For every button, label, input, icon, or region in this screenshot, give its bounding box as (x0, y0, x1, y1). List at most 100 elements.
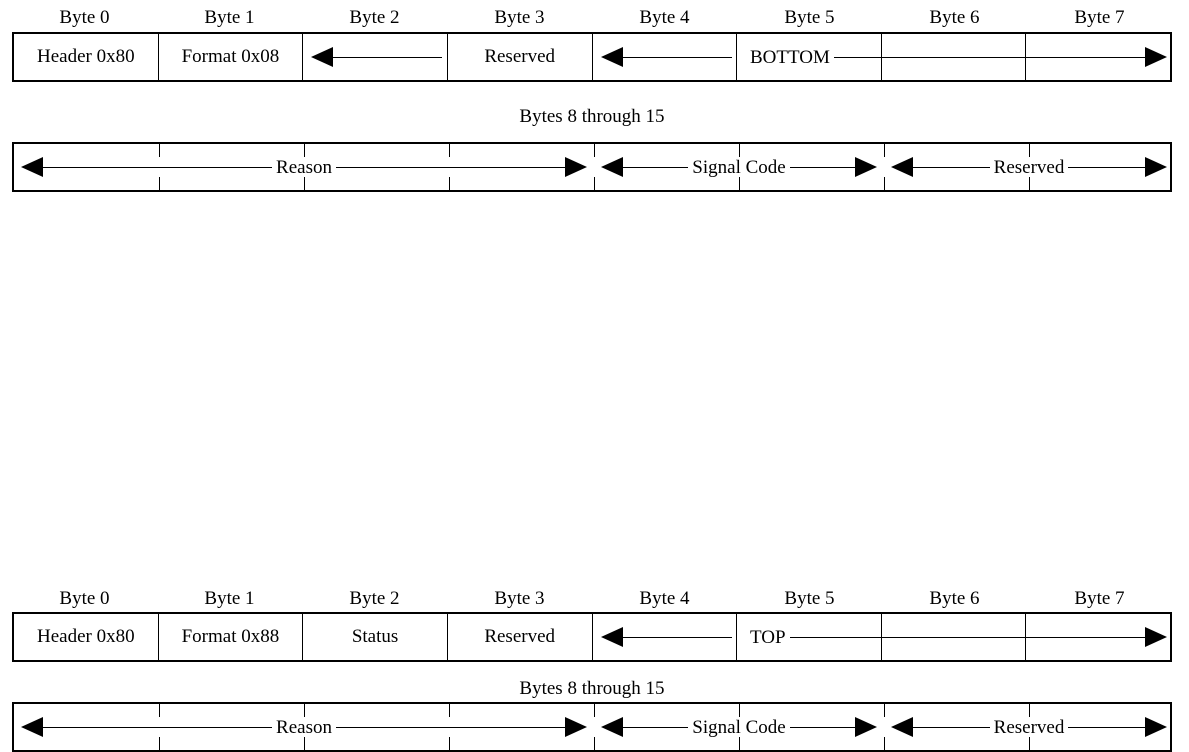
span-line (913, 166, 990, 168)
span-line (335, 166, 565, 168)
byte-tick-9 (159, 737, 160, 750)
byte-tick-9 (159, 177, 160, 190)
span-line (1068, 726, 1146, 728)
byte-label-6: Byte 6 (929, 7, 980, 28)
byte-tick-15 (1029, 704, 1030, 717)
byte-label-5: Byte 5 (784, 588, 835, 609)
byte-tick-11 (449, 737, 450, 750)
byte-label-7: Byte 7 (1074, 588, 1125, 609)
byte-label-4: Byte 4 (639, 588, 690, 609)
span-overlay: Reason Signal Code Reserved (14, 704, 1170, 750)
byte-tick-10 (304, 737, 305, 750)
span-line (335, 726, 565, 728)
span-line (789, 166, 856, 168)
byte-label-0: Byte 0 (59, 588, 110, 609)
byte-label-5: Byte 5 (784, 7, 835, 28)
byte-header-row: Byte 0 Byte 1 Byte 2 Byte 3 Byte 4 Byte 5 Byte… (12, 5, 1172, 31)
byte-cell-7 (1026, 34, 1170, 80)
byte-label-7: Byte 7 (1074, 7, 1125, 28)
byte-cell-2: Status (303, 614, 448, 660)
byte-label-2: Byte 2 (349, 7, 400, 28)
byte-tick-13 (739, 177, 740, 190)
span-line (789, 726, 856, 728)
byte-cell-7 (1026, 614, 1170, 660)
field-label: Reserved (989, 157, 1069, 177)
arrow-right-icon (855, 717, 878, 737)
byte-cell-label: Format 0x88 (181, 626, 280, 647)
byte-tick-11 (449, 144, 450, 157)
byte-tick-10 (304, 704, 305, 717)
byte-cell-label: Header 0x80 (37, 626, 135, 647)
byte-label-4: Byte 4 (639, 7, 690, 28)
arrow-right-icon (565, 157, 587, 177)
byte-tick-15 (1029, 177, 1030, 190)
field-label: Signal Code (688, 157, 790, 177)
byte-cell-4 (593, 614, 738, 660)
byte-cell-6 (882, 614, 1027, 660)
byte-tick-13 (739, 704, 740, 717)
byte-cell-4 (593, 34, 738, 80)
byte-label-2: Byte 2 (349, 588, 400, 609)
byte-tick-9 (159, 144, 160, 157)
byte-cell-1: Format 0x08 (159, 34, 304, 80)
span-line (623, 726, 689, 728)
span-line (43, 166, 273, 168)
arrow-left-icon (21, 157, 43, 177)
span-line (43, 726, 273, 728)
bytes-range-caption: Bytes 8 through 15 (519, 106, 665, 127)
byte-tick-10 (304, 177, 305, 190)
byte-cell-label: Reserved (484, 46, 556, 67)
arrow-right-icon (1145, 717, 1168, 737)
byte-cell-3: Reserved (448, 614, 593, 660)
arrow-left-icon (891, 157, 913, 177)
byte-label-1: Byte 1 (204, 7, 255, 28)
byte-tick-15 (1029, 737, 1030, 750)
bytes-range-caption: Bytes 8 through 15 (519, 678, 665, 699)
byte-tick-11 (449, 177, 450, 190)
byte-cell-label: Reserved (484, 626, 556, 647)
byte-tick-12 (594, 144, 595, 157)
arrow-left-icon (891, 717, 913, 737)
byte-cell-5 (737, 614, 882, 660)
byte-cell-label: Format 0x08 (181, 46, 280, 67)
arrow-left-icon (601, 157, 623, 177)
arrow-left-icon (21, 717, 43, 737)
span-line (623, 166, 689, 168)
byte-cell-0: Header 0x80 (14, 34, 159, 80)
byte-tick-15 (1029, 144, 1030, 157)
byte-cell-label: Header 0x80 (37, 46, 135, 67)
byte-cell-3: Reserved (448, 34, 593, 80)
field-label: Reserved (989, 717, 1069, 737)
byte-row-8-15: Reason Signal Code Reserved (12, 142, 1172, 192)
span-line (913, 726, 990, 728)
byte-tick-10 (304, 144, 305, 157)
byte-tick-9 (159, 704, 160, 717)
byte-tick-14 (884, 737, 885, 750)
byte-tick-12 (594, 737, 595, 750)
byte-label-3: Byte 3 (494, 588, 545, 609)
byte-tick-12 (594, 177, 595, 190)
byte-cell-1: Format 0x88 (159, 614, 304, 660)
byte-cell-2 (303, 34, 448, 80)
byte-label-0: Byte 0 (59, 7, 110, 28)
byte-cell-6 (882, 34, 1027, 80)
byte-cell-5 (737, 34, 882, 80)
byte-tick-12 (594, 704, 595, 717)
arrow-right-icon (1145, 157, 1168, 177)
byte-cell-0: Header 0x80 (14, 614, 159, 660)
byte-tick-11 (449, 704, 450, 717)
span-line (1068, 166, 1146, 168)
byte-tick-14 (884, 177, 885, 190)
byte-label-3: Byte 3 (494, 7, 545, 28)
byte-header-row: Byte 0 Byte 1 Byte 2 Byte 3 Byte 4 Byte 5 Byte… (12, 586, 1172, 612)
byte-tick-13 (739, 144, 740, 157)
field-label: Signal Code (688, 717, 790, 737)
byte-tick-14 (884, 144, 885, 157)
field-label: Reason (272, 717, 336, 737)
byte-tick-14 (884, 704, 885, 717)
field-label: Reason (272, 157, 336, 177)
arrow-left-icon (601, 717, 623, 737)
byte-label-1: Byte 1 (204, 588, 255, 609)
